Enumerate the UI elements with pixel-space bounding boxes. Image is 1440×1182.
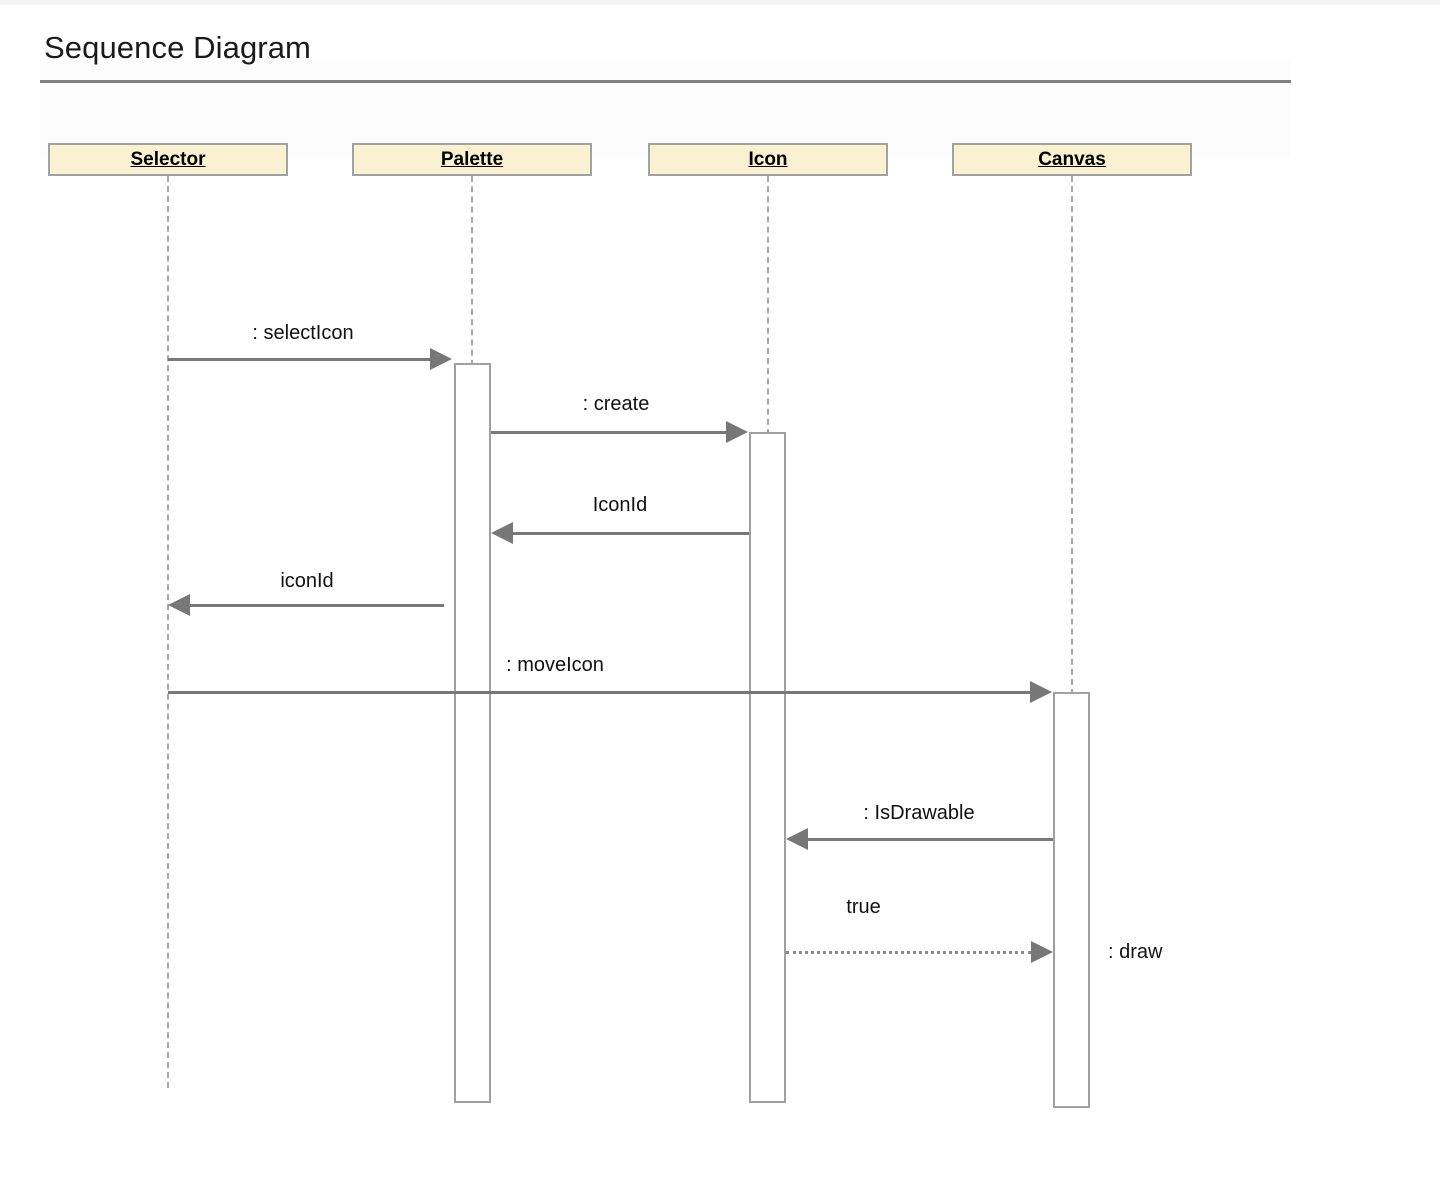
message-label-move-icon: : moveIcon <box>506 654 604 676</box>
lifeline-selector <box>167 176 169 1088</box>
message-line-true <box>786 951 1031 954</box>
message-label-true: true <box>846 896 881 918</box>
page-title: Sequence Diagram <box>44 30 311 65</box>
lifeline-icon <box>767 176 769 435</box>
message-label-is-drawable: : IsDrawable <box>863 802 975 824</box>
title-divider <box>40 80 1291 83</box>
message-line-icon-id-return <box>513 532 749 535</box>
activation-canvas[interactable] <box>1053 692 1090 1108</box>
message-label-icon-id: iconId <box>280 570 334 592</box>
message-line-is-drawable <box>808 838 1053 841</box>
message-label-create: : create <box>582 393 650 415</box>
lifeline-palette <box>471 176 473 366</box>
lifeline-header-icon[interactable]: Icon <box>648 143 888 176</box>
message-arrowhead-true <box>1031 941 1053 963</box>
message-label-draw: : draw <box>1108 941 1163 963</box>
lifeline-header-canvas[interactable]: Canvas <box>952 143 1192 176</box>
lifeline-header-palette[interactable]: Palette <box>352 143 592 176</box>
message-arrowhead-select-icon <box>430 348 452 370</box>
message-label-icon-id-return: IconId <box>592 494 648 516</box>
activation-palette[interactable] <box>454 363 491 1103</box>
message-arrowhead-create <box>726 421 748 443</box>
message-arrowhead-icon-id-return <box>491 522 513 544</box>
diagram-canvas <box>0 5 1440 1182</box>
title-band <box>40 60 1291 158</box>
message-line-select-icon <box>168 358 430 361</box>
lifeline-header-selector[interactable]: Selector <box>48 143 288 176</box>
message-line-icon-id <box>190 604 444 607</box>
window-top-strip <box>0 0 1440 5</box>
message-arrowhead-icon-id <box>168 594 190 616</box>
lifeline-canvas <box>1071 176 1073 695</box>
message-arrowhead-is-drawable <box>786 828 808 850</box>
activation-icon[interactable] <box>749 432 786 1103</box>
message-line-create <box>491 431 726 434</box>
message-label-select-icon: : selectIcon <box>252 322 354 344</box>
message-line-move-icon <box>168 691 1030 694</box>
message-arrowhead-move-icon <box>1030 681 1052 703</box>
